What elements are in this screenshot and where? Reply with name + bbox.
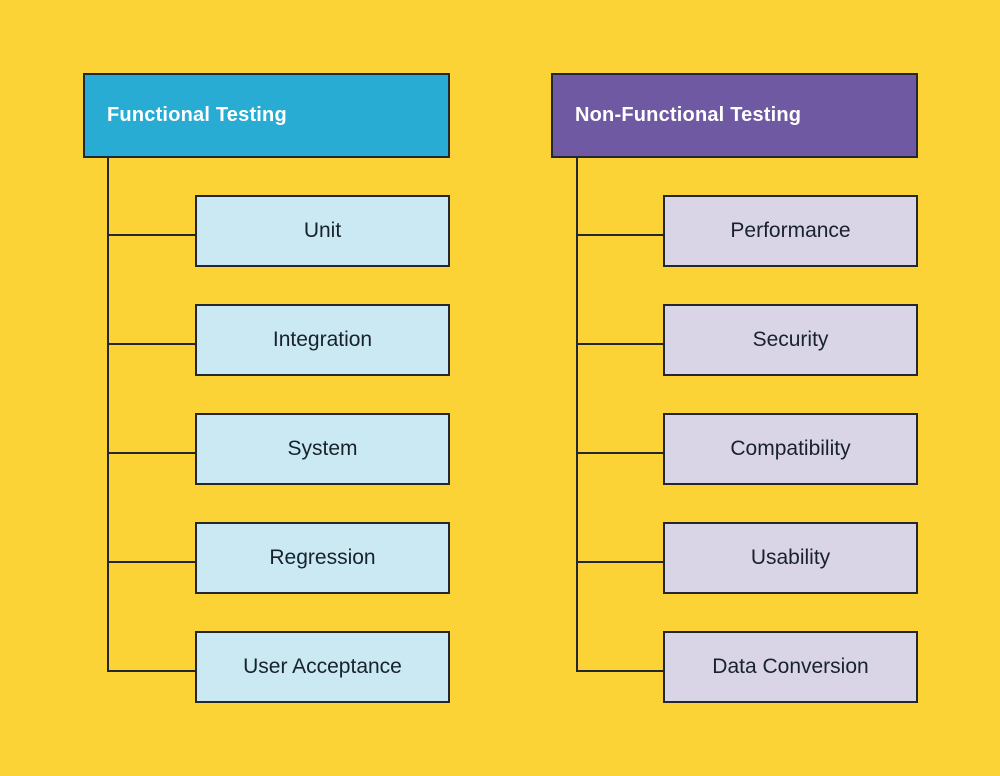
node-unit-label: Unit: [303, 219, 342, 242]
node-data-conversion-label: Data Conversion: [712, 655, 869, 678]
non-functional-connector-branch: [576, 343, 664, 345]
node-security: Security: [663, 304, 918, 376]
node-unit: Unit: [195, 195, 450, 267]
functional-connector-branch: [107, 234, 196, 236]
non-functional-connector-branch: [576, 670, 664, 672]
node-integration-label: Integration: [272, 328, 373, 351]
functional-testing-title: Functional Testing: [107, 104, 287, 126]
node-regression-label: Regression: [269, 546, 376, 569]
non-functional-connector-trunk: [576, 158, 578, 672]
node-compatibility-label: Compatibility: [730, 437, 851, 460]
functional-connector-branch: [107, 561, 196, 563]
node-user-acceptance-label: User Acceptance: [243, 655, 402, 678]
functional-connector-trunk: [107, 158, 109, 672]
node-security-label: Security: [752, 328, 829, 351]
non-functional-connector-branch: [576, 234, 664, 236]
node-performance: Performance: [663, 195, 918, 267]
node-compatibility: Compatibility: [663, 413, 918, 485]
node-data-conversion: Data Conversion: [663, 631, 918, 703]
node-integration: Integration: [195, 304, 450, 376]
node-user-acceptance: User Acceptance: [195, 631, 450, 703]
node-usability: Usability: [663, 522, 918, 594]
non-functional-connector-branch: [576, 452, 664, 454]
non-functional-testing-header: Non-Functional Testing: [551, 73, 918, 158]
node-performance-label: Performance: [730, 219, 851, 242]
functional-connector-branch: [107, 343, 196, 345]
node-regression: Regression: [195, 522, 450, 594]
node-system-label: System: [287, 437, 358, 460]
non-functional-connector-branch: [576, 561, 664, 563]
functional-connector-branch: [107, 452, 196, 454]
node-system: System: [195, 413, 450, 485]
node-usability-label: Usability: [750, 546, 831, 569]
functional-testing-header: Functional Testing: [83, 73, 450, 158]
functional-connector-branch: [107, 670, 196, 672]
non-functional-testing-title: Non-Functional Testing: [575, 104, 802, 126]
